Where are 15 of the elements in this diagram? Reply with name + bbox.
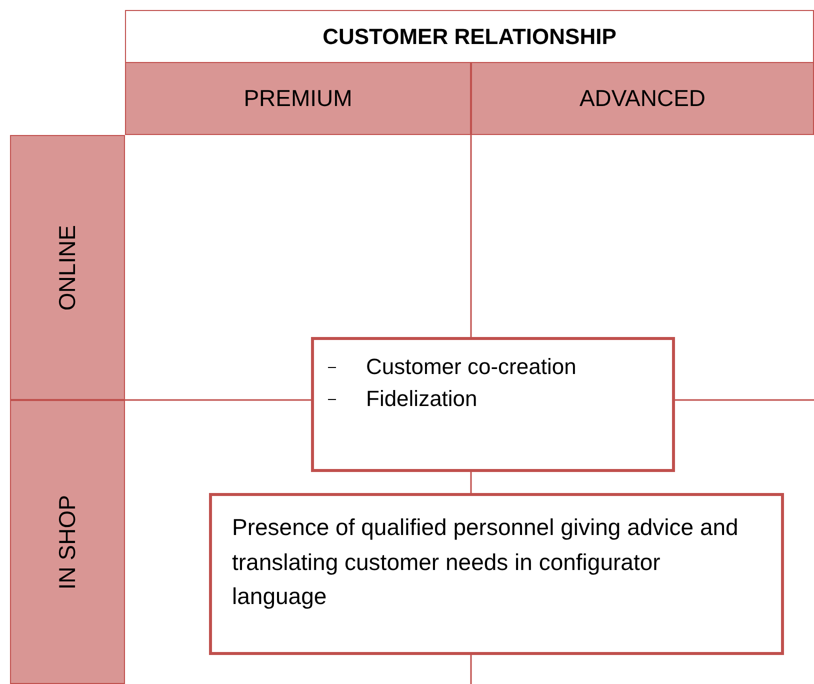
header-cell — [471, 62, 814, 135]
row-header: IN SHOP — [54, 494, 81, 590]
header-cell — [10, 135, 125, 400]
row-header: ONLINE — [54, 224, 81, 310]
header-cell — [10, 400, 125, 684]
note-text: Presence of qualified personnel giving advice and translating customer needs in configurator language — [232, 513, 740, 611]
column-header: ADVANCED — [579, 85, 706, 112]
title-cell — [125, 10, 814, 62]
list-item: Fidelization — [366, 386, 478, 412]
column-header: PREMIUM — [244, 85, 352, 112]
header-cell — [125, 62, 471, 135]
note-box — [311, 337, 675, 472]
note-box — [209, 493, 784, 655]
table-title: CUSTOMER RELATIONSHIP — [322, 24, 616, 50]
list-item: Customer co-creation — [366, 354, 576, 380]
